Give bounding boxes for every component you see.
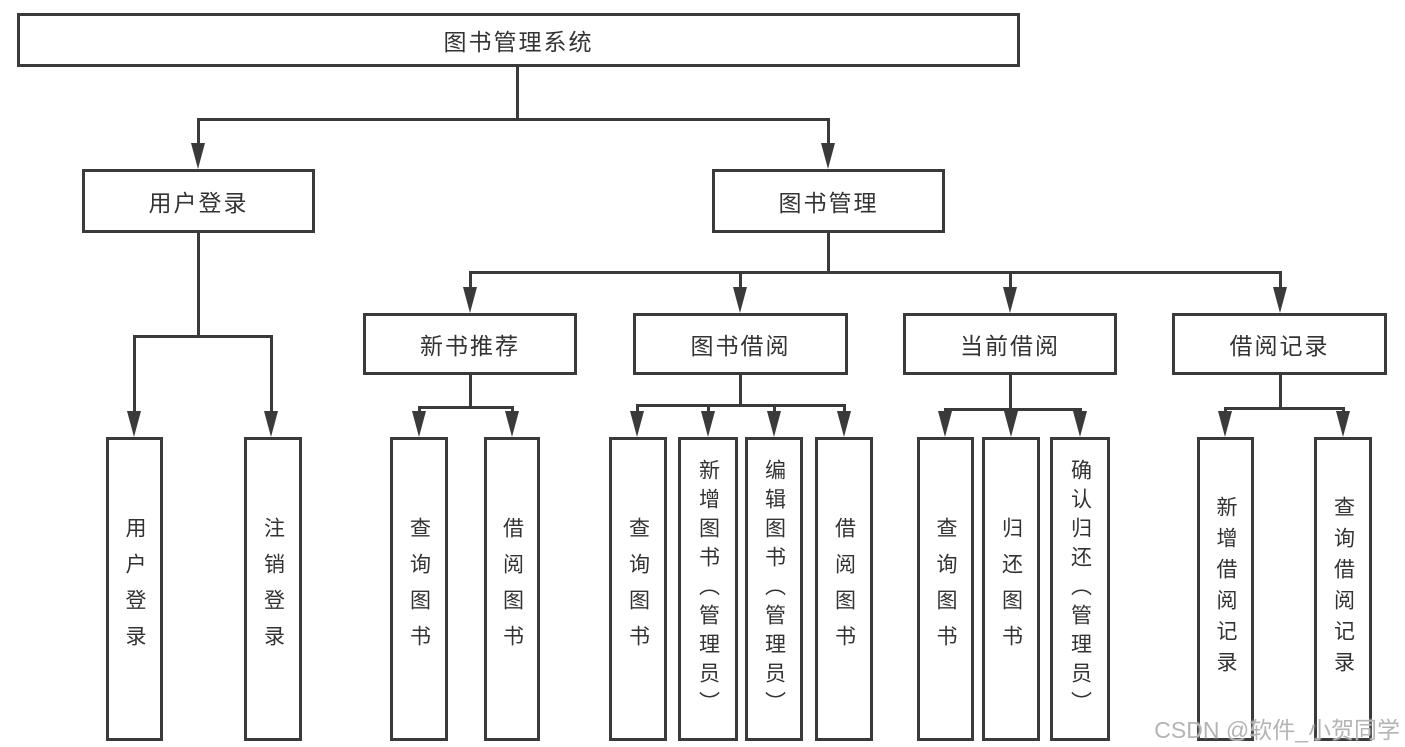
node-user-login-label: 用户登录: [148, 190, 249, 216]
leaf-logout-label: 注销登录: [261, 517, 285, 661]
node-current-borrowing-label: 当前借阅: [960, 333, 1060, 359]
leaf-add-borrow-record-label: 新增借阅记录: [1214, 496, 1237, 682]
leaf-add-book-admin-label: 新增图书（管理员）: [696, 458, 720, 720]
connector-line: [516, 66, 519, 119]
leaf-query-borrow-record: 查询借阅记录: [1314, 437, 1372, 741]
arrow-down-icon: [191, 143, 205, 169]
connector-line: [1279, 374, 1282, 409]
node-book-management: 图书管理: [712, 169, 945, 233]
csdn-watermark: CSDN @软件_小贺同学: [1154, 717, 1400, 743]
arrow-down-icon: [733, 287, 747, 313]
leaf-query-books-recommend-label: 查询图书: [407, 517, 431, 661]
connector-line: [1224, 407, 1227, 413]
leaf-borrow-books-borrowing: 借阅图书: [815, 437, 873, 741]
node-root: 图书管理系统: [17, 13, 1020, 67]
connector-line: [270, 335, 273, 413]
leaf-query-books-recommend: 查询图书: [390, 437, 448, 741]
arrow-down-icon: [938, 411, 952, 437]
leaf-return-book-label: 归还图书: [999, 517, 1023, 661]
connector-line: [1342, 407, 1345, 413]
node-borrowing-records: 借阅记录: [1172, 313, 1387, 375]
leaf-query-books-current-label: 查询图书: [934, 517, 957, 661]
leaf-edit-book-admin-label: 编辑图书（管理员）: [762, 458, 786, 720]
connector-line: [511, 406, 514, 413]
leaf-borrow-books-recommend-label: 借阅图书: [500, 517, 524, 661]
arrow-down-icon: [127, 411, 141, 437]
node-book-borrowing: 图书借阅: [633, 313, 848, 375]
arrow-down-icon: [463, 287, 477, 313]
node-book-borrowing-label: 图书借阅: [690, 333, 791, 359]
arrow-down-icon: [412, 411, 426, 437]
leaf-query-books-borrowing-label: 查询图书: [626, 517, 650, 661]
arrow-down-icon: [630, 411, 644, 437]
arrow-down-icon: [1336, 411, 1350, 437]
node-user-login: 用户登录: [82, 169, 315, 233]
arrow-down-icon: [264, 411, 278, 437]
leaf-confirm-return-admin: 确认归还（管理员）: [1050, 437, 1110, 741]
leaf-query-borrow-record-label: 查询借阅记录: [1331, 496, 1355, 682]
leaf-query-books-current: 查询图书: [917, 437, 974, 741]
leaf-return-book: 归还图书: [982, 437, 1040, 741]
leaf-user-login-label: 用户登录: [123, 517, 146, 661]
arrow-down-icon: [1273, 287, 1287, 313]
leaf-edit-book-admin: 编辑图书（管理员）: [745, 437, 803, 741]
arrow-down-icon: [1073, 411, 1087, 437]
connector-line: [739, 374, 742, 406]
node-root-label: 图书管理系统: [443, 29, 594, 55]
arrow-down-icon: [821, 143, 835, 169]
leaf-confirm-return-admin-label: 确认归还（管理员）: [1068, 458, 1092, 720]
connector-line: [1079, 408, 1082, 413]
leaf-add-book-admin: 新增图书（管理员）: [678, 437, 738, 741]
node-book-management-label: 图书管理: [778, 190, 879, 216]
connector-line: [1279, 271, 1282, 289]
connector-line: [827, 118, 830, 145]
arrow-down-icon: [505, 411, 519, 437]
connector-line: [636, 404, 639, 413]
leaf-borrow-books-borrowing-label: 借阅图书: [832, 517, 856, 661]
arrow-down-icon: [1218, 411, 1232, 437]
connector-line: [197, 118, 200, 145]
arrow-down-icon: [701, 411, 715, 437]
connector-line: [197, 233, 200, 336]
connector-line: [418, 406, 421, 413]
leaf-logout: 注销登录: [244, 437, 302, 741]
connector-line: [133, 335, 273, 338]
connector-line: [469, 271, 1282, 274]
connector-line: [418, 406, 514, 409]
node-new-book-recommend-label: 新书推荐: [420, 333, 520, 359]
connector-line: [739, 271, 742, 289]
connector-line: [469, 374, 472, 408]
node-borrowing-records-label: 借阅记录: [1229, 333, 1330, 359]
connector-line: [133, 335, 136, 413]
connector-line: [636, 404, 846, 407]
connector-line: [773, 404, 776, 413]
connector-line: [707, 404, 710, 413]
arrow-down-icon: [837, 411, 851, 437]
connector-line: [1009, 271, 1012, 289]
node-current-borrowing: 当前借阅: [903, 313, 1117, 375]
connector-line: [1009, 374, 1012, 410]
connector-line: [197, 118, 830, 121]
leaf-borrow-books-recommend: 借阅图书: [484, 437, 540, 741]
node-new-book-recommend: 新书推荐: [363, 313, 577, 375]
arrow-down-icon: [1004, 411, 1018, 437]
connector-line: [827, 233, 830, 273]
leaf-user-login: 用户登录: [106, 437, 163, 741]
leaf-add-borrow-record: 新增借阅记录: [1197, 437, 1254, 741]
connector-line: [944, 408, 1082, 411]
connector-line: [1010, 408, 1013, 413]
connector-line: [944, 408, 947, 413]
connector-line: [1224, 407, 1345, 410]
connector-line: [843, 404, 846, 413]
arrow-down-icon: [1003, 287, 1017, 313]
connector-line: [469, 271, 472, 289]
leaf-query-books-borrowing: 查询图书: [609, 437, 667, 741]
arrow-down-icon: [767, 411, 781, 437]
